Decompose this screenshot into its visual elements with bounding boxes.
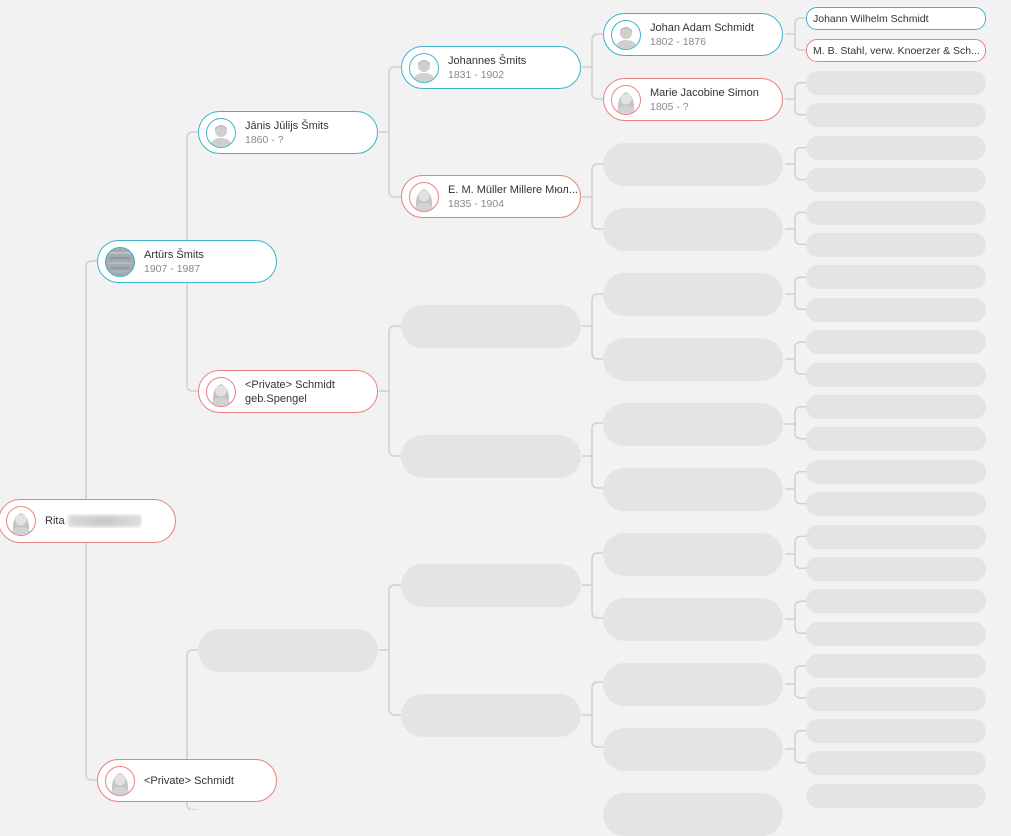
empty-ancestor-slot[interactable] <box>806 330 986 355</box>
person-name: <Private> Schmidt <box>144 774 234 787</box>
empty-ancestor-slot[interactable] <box>806 459 986 484</box>
person-dates: 1907 - 1987 <box>144 262 201 275</box>
empty-ancestor-slot[interactable] <box>603 338 783 381</box>
empty-ancestor-slot[interactable] <box>603 143 783 186</box>
empty-ancestor-slot[interactable] <box>198 629 378 672</box>
person-card-mother[interactable]: <Private> Schmidt <box>97 759 277 802</box>
empty-ancestor-slot[interactable] <box>806 135 986 160</box>
empty-ancestor-slot[interactable] <box>806 427 986 452</box>
person-name: Johan Adam Schmidt <box>650 21 754 34</box>
empty-ancestor-slot[interactable] <box>401 564 581 607</box>
person-dates: 1802 - 1876 <box>650 35 707 48</box>
person-name: Artūrs Šmits <box>144 248 204 261</box>
person-card-ggg-grandfather[interactable]: Johann Wilhelm Schmidt <box>806 7 986 30</box>
person-card-paternal-grandmother[interactable]: <Private> Schmidt geb.Spengel <box>198 370 378 413</box>
person-name: Jānis Jūlijs Šmits <box>245 119 329 132</box>
empty-ancestor-slot[interactable] <box>806 492 986 517</box>
empty-ancestor-slot[interactable] <box>806 200 986 225</box>
empty-ancestor-slot[interactable] <box>806 751 986 776</box>
empty-ancestor-slot[interactable] <box>806 524 986 549</box>
empty-ancestor-slot[interactable] <box>806 297 986 322</box>
female-silhouette-icon <box>611 84 641 115</box>
person-card-father[interactable]: Artūrs Šmits 1907 - 1987 <box>97 240 277 283</box>
person-name: Johannes Šmits <box>448 54 527 67</box>
person-dates: 1860 - ? <box>245 133 284 146</box>
empty-ancestor-slot[interactable] <box>806 265 986 290</box>
person-card-great-grandfather[interactable]: Johannes Šmits 1831 - 1902 <box>401 46 581 89</box>
empty-ancestor-slot[interactable] <box>806 783 986 808</box>
person-card-root[interactable]: Rita <box>0 499 176 543</box>
empty-ancestor-slot[interactable] <box>806 395 986 419</box>
male-silhouette-icon <box>206 117 236 148</box>
person-name: Rita <box>45 514 142 528</box>
female-silhouette-icon <box>105 765 135 796</box>
empty-ancestor-slot[interactable] <box>806 686 986 711</box>
female-silhouette-icon <box>409 181 439 212</box>
empty-ancestor-slot[interactable] <box>806 71 986 95</box>
empty-ancestor-slot[interactable] <box>401 305 581 348</box>
empty-ancestor-slot[interactable] <box>603 468 783 511</box>
redacted-surname <box>67 515 142 528</box>
empty-ancestor-slot[interactable] <box>603 663 783 706</box>
empty-ancestor-slot[interactable] <box>603 273 783 316</box>
empty-ancestor-slot[interactable] <box>603 533 783 576</box>
person-dates: 1831 - 1902 <box>448 68 505 81</box>
empty-ancestor-slot[interactable] <box>806 362 986 387</box>
person-card-paternal-grandfather[interactable]: Jānis Jūlijs Šmits 1860 - ? <box>198 111 378 154</box>
pedigree-chart: Rita Artūrs Šmits 1907 - 1987 <Private> … <box>0 7 986 836</box>
empty-ancestor-slot[interactable] <box>806 168 986 193</box>
person-name: E. M. Müller Millere Mюл... <box>448 183 578 196</box>
person-name: M. B. Stahl, verw. Knoerzer & Sch... <box>813 44 980 57</box>
person-name: Johann Wilhelm Schmidt <box>813 12 929 25</box>
empty-ancestor-slot[interactable] <box>806 621 986 646</box>
male-silhouette-icon <box>409 52 439 83</box>
empty-ancestor-slot[interactable] <box>603 598 783 641</box>
person-card-great-grandmother[interactable]: E. M. Müller Millere Mюл... 1835 - 1904 <box>401 175 581 218</box>
tree-connector-lines <box>76 17 806 810</box>
empty-ancestor-slot[interactable] <box>401 694 581 737</box>
empty-ancestor-slot[interactable] <box>603 208 783 251</box>
female-silhouette-icon <box>206 376 236 407</box>
person-card-gg-grandmother[interactable]: Marie Jacobine Simon 1805 - ? <box>603 78 783 121</box>
person-card-gg-grandfather[interactable]: Johan Adam Schmidt 1802 - 1876 <box>603 13 783 56</box>
empty-ancestor-slot[interactable] <box>806 103 986 128</box>
empty-ancestor-slot[interactable] <box>806 654 986 679</box>
person-card-ggg-grandmother[interactable]: M. B. Stahl, verw. Knoerzer & Sch... <box>806 39 986 62</box>
empty-ancestor-slot[interactable] <box>603 793 783 836</box>
male-silhouette-icon <box>611 19 641 50</box>
empty-ancestor-slot[interactable] <box>603 403 783 446</box>
person-dates: 1805 - ? <box>650 100 689 113</box>
female-silhouette-icon <box>6 506 36 536</box>
person-dates: 1835 - 1904 <box>448 197 505 210</box>
person-name: Marie Jacobine Simon <box>650 86 759 99</box>
empty-ancestor-slot[interactable] <box>806 589 986 614</box>
person-name: <Private> Schmidt geb.Spengel <box>245 378 335 405</box>
profile-photo <box>105 246 135 277</box>
empty-ancestor-slot[interactable] <box>603 728 783 771</box>
empty-ancestor-slot[interactable] <box>806 233 986 257</box>
empty-ancestor-slot[interactable] <box>401 435 581 478</box>
empty-ancestor-slot[interactable] <box>806 557 986 581</box>
empty-ancestor-slot[interactable] <box>806 719 986 743</box>
